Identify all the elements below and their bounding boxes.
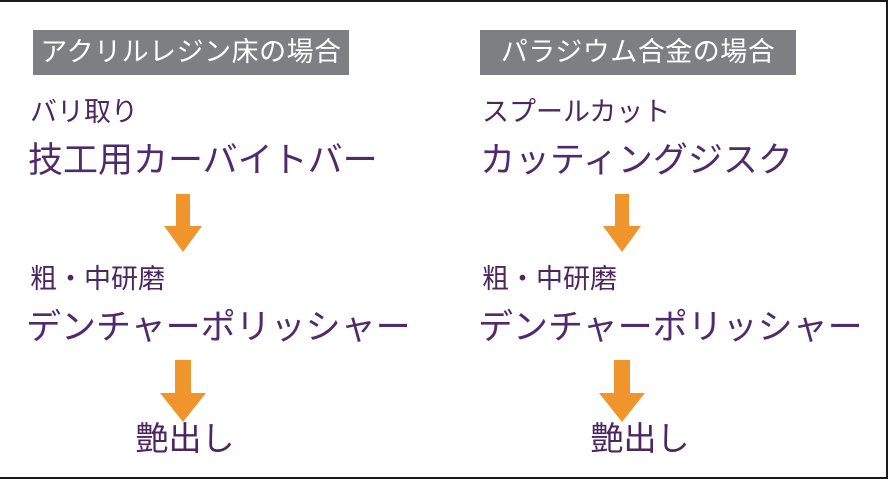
step-final-right: 艶出し [590, 420, 690, 457]
step-product-right-2: デンチャーポリッシャー [478, 308, 863, 347]
column-header-label-right: パラジウム合金の場合 [500, 37, 776, 67]
step-final-left: 艶出し [135, 420, 235, 457]
down-arrow-icon-left-1 [164, 194, 202, 257]
column-header-banner-left: アクリルレジン床の場合 [33, 30, 349, 75]
step-product-left-1: 技工用カーバイトバー [28, 141, 378, 180]
step-label-left-2: 粗・中研磨 [30, 264, 165, 294]
step-label-right-1: スプールカット [482, 97, 671, 127]
flow-column-acrylic-resin: アクリルレジン床の場合 バリ取り 技工用カーバイトバー 粗・中研磨 デンチャーポ… [0, 2, 444, 477]
step-product-left-2: デンチャーポリッシャー [26, 308, 411, 347]
flow-column-palladium-alloy: パラジウム合金の場合 スプールカット カッティングジスク 粗・中研磨 デンチャー… [444, 2, 886, 477]
column-header-banner-right: パラジウム合金の場合 [480, 30, 796, 75]
step-label-left-1: バリ取り [30, 97, 138, 127]
step-label-right-2: 粗・中研磨 [482, 264, 617, 294]
down-arrow-icon-left-2 [160, 360, 206, 427]
column-header-label-left: アクリルレジン床の場合 [40, 37, 342, 67]
down-arrow-icon-right-2 [599, 360, 645, 427]
step-product-right-1: カッティングジスク [480, 141, 793, 180]
down-arrow-icon-right-1 [603, 194, 641, 257]
